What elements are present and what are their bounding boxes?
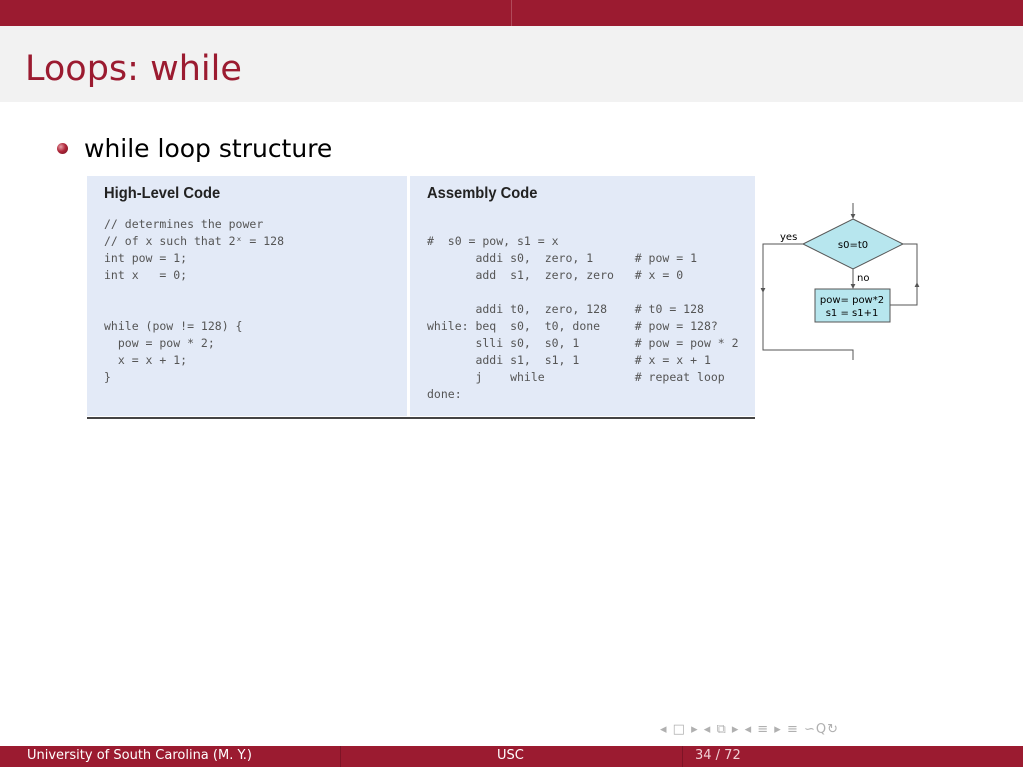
nav-frame-icon[interactable]: □ <box>672 722 686 737</box>
nav-next-frame-icon[interactable]: ▸ <box>691 722 699 737</box>
code-figure-rule <box>87 417 755 419</box>
hl-code-line: int x = 0; <box>104 268 188 282</box>
beamer-nav-controls: ◂ □ ▸ ◂ ⧉ ▸ ◂ ≡ ▸ ≡ ∽Q↻ <box>660 722 839 737</box>
nav-prev-frame-icon[interactable]: ◂ <box>660 722 668 737</box>
footer-divider <box>682 746 683 767</box>
high-level-code-heading: High-Level Code <box>104 185 221 202</box>
asm-code-line: # s0 = pow, s1 = x <box>427 234 559 248</box>
asm-code-line: addi s0, zero, 1 # pow = 1 <box>427 251 698 265</box>
hl-code-line: pow = pow * 2; <box>104 336 215 350</box>
assembly-code-panel: Assembly Code # s0 = pow, s1 = x addi s0… <box>410 176 755 416</box>
footer-divider <box>340 746 341 767</box>
yes-path <box>762 243 854 360</box>
loop-back-path <box>890 243 918 306</box>
hl-code-line: // of x such that 2ˣ = 128 <box>104 234 285 248</box>
loop-body-line1: pow= pow*2 <box>820 295 884 306</box>
hl-code-line: // determines the power <box>104 217 264 231</box>
nav-subsection-icon[interactable]: ⧉ <box>716 722 727 737</box>
asm-code-line: add s1, zero, zero # x = 0 <box>427 268 684 282</box>
footer-page-number: 34 / 72 <box>695 748 741 763</box>
slide-title: Loops: while <box>25 49 242 89</box>
hl-code-line: int pow = 1; <box>104 251 188 265</box>
header-divider <box>511 0 512 26</box>
while-flowchart: s0=t0 yes no pow= pow*2 s1 = s1+1 <box>760 203 920 360</box>
footer-bar: University of South Carolina (M. Y.) USC… <box>0 746 1023 767</box>
yes-label: yes <box>780 232 797 243</box>
no-label: no <box>857 273 869 284</box>
assembly-code-heading: Assembly Code <box>427 185 538 202</box>
high-level-code-panel: High-Level Code // determines the power … <box>87 176 407 416</box>
hl-code-line: x = x + 1; <box>104 353 188 367</box>
footer-institution: USC <box>497 748 524 763</box>
top-header-bar <box>0 0 1023 26</box>
asm-code-line: j while # repeat loop <box>427 370 725 384</box>
title-band: Loops: while <box>0 26 1023 102</box>
hl-code-line: while (pow != 128) { <box>104 319 243 333</box>
asm-code-line: slli s0, s0, 1 # pow = pow * 2 <box>427 336 739 350</box>
asm-code-line: done: <box>427 387 462 401</box>
footer-author: University of South Carolina (M. Y.) <box>27 748 252 763</box>
nav-next-subsection-icon[interactable]: ▸ <box>731 722 740 737</box>
condition-label: s0=t0 <box>838 240 868 251</box>
nav-toc-icon[interactable]: ≡ <box>786 722 799 737</box>
bullet-text: while loop structure <box>84 134 333 163</box>
asm-code-line: while: beq s0, t0, done # pow = 128? <box>427 319 718 333</box>
asm-code-line: addi s1, s1, 1 # x = x + 1 <box>427 353 711 367</box>
asm-code-line: addi t0, zero, 128 # t0 = 128 <box>427 302 704 316</box>
nav-prev-subsection-icon[interactable]: ◂ <box>703 722 712 737</box>
code-figure: High-Level Code // determines the power … <box>87 176 755 419</box>
nav-prev-section-icon[interactable]: ◂ <box>744 722 753 737</box>
nav-next-section-icon[interactable]: ▸ <box>774 722 782 737</box>
hl-code-line: } <box>104 370 111 384</box>
nav-search-icon[interactable]: ∽Q↻ <box>804 722 840 737</box>
nav-section-icon[interactable]: ≡ <box>757 722 770 737</box>
bullet-icon <box>57 143 68 154</box>
loop-body-line2: s1 = s1+1 <box>826 308 879 319</box>
